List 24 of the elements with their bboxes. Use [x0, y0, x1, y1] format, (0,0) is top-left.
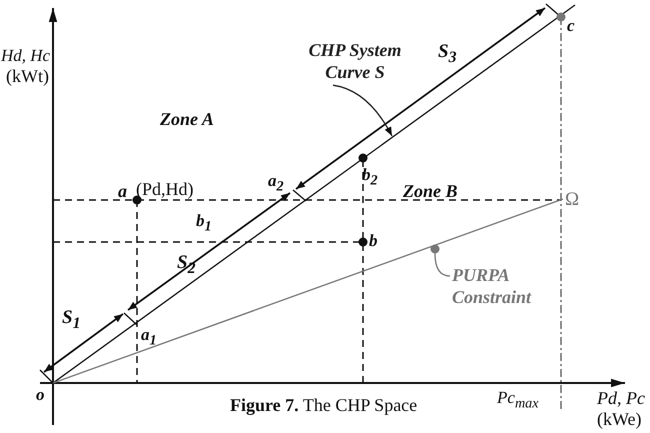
unit-label: (kWt) — [6, 67, 49, 87]
constraint-point — [430, 244, 440, 254]
point-label: a$_{2}$ — [268, 172, 284, 195]
point-label: o — [36, 386, 44, 405]
point-label: Ω — [565, 190, 580, 211]
axis-tick-label: Pc$_{max}$ — [497, 389, 539, 412]
point-label: a$_{1}$ — [141, 326, 157, 349]
leader-line — [434, 253, 450, 277]
zone-label: Zone A — [160, 110, 214, 130]
axis-label: Hd, Hc — [1, 47, 50, 66]
point-label: b — [369, 232, 378, 251]
leader-arrow — [332, 84, 393, 136]
zone-label: Zone B — [403, 182, 458, 202]
annotation-text: CHP System Curve S — [300, 40, 410, 84]
point-label: c — [567, 17, 575, 36]
unit-label: (kWe) — [597, 410, 642, 430]
segment-label: S$_{3}$ — [438, 42, 456, 66]
point-label: b$_{1}$ — [196, 212, 212, 235]
coordinate-label: (Pd,Hd) — [136, 180, 194, 200]
caption: Figure 7. The CHP Space — [230, 396, 418, 416]
axis-label: Pd, Pc — [597, 389, 645, 409]
annotation-text: PURPA Constraint — [452, 265, 562, 308]
point-label: a — [118, 182, 127, 202]
segment-label: S$_{1}$ — [62, 308, 80, 332]
